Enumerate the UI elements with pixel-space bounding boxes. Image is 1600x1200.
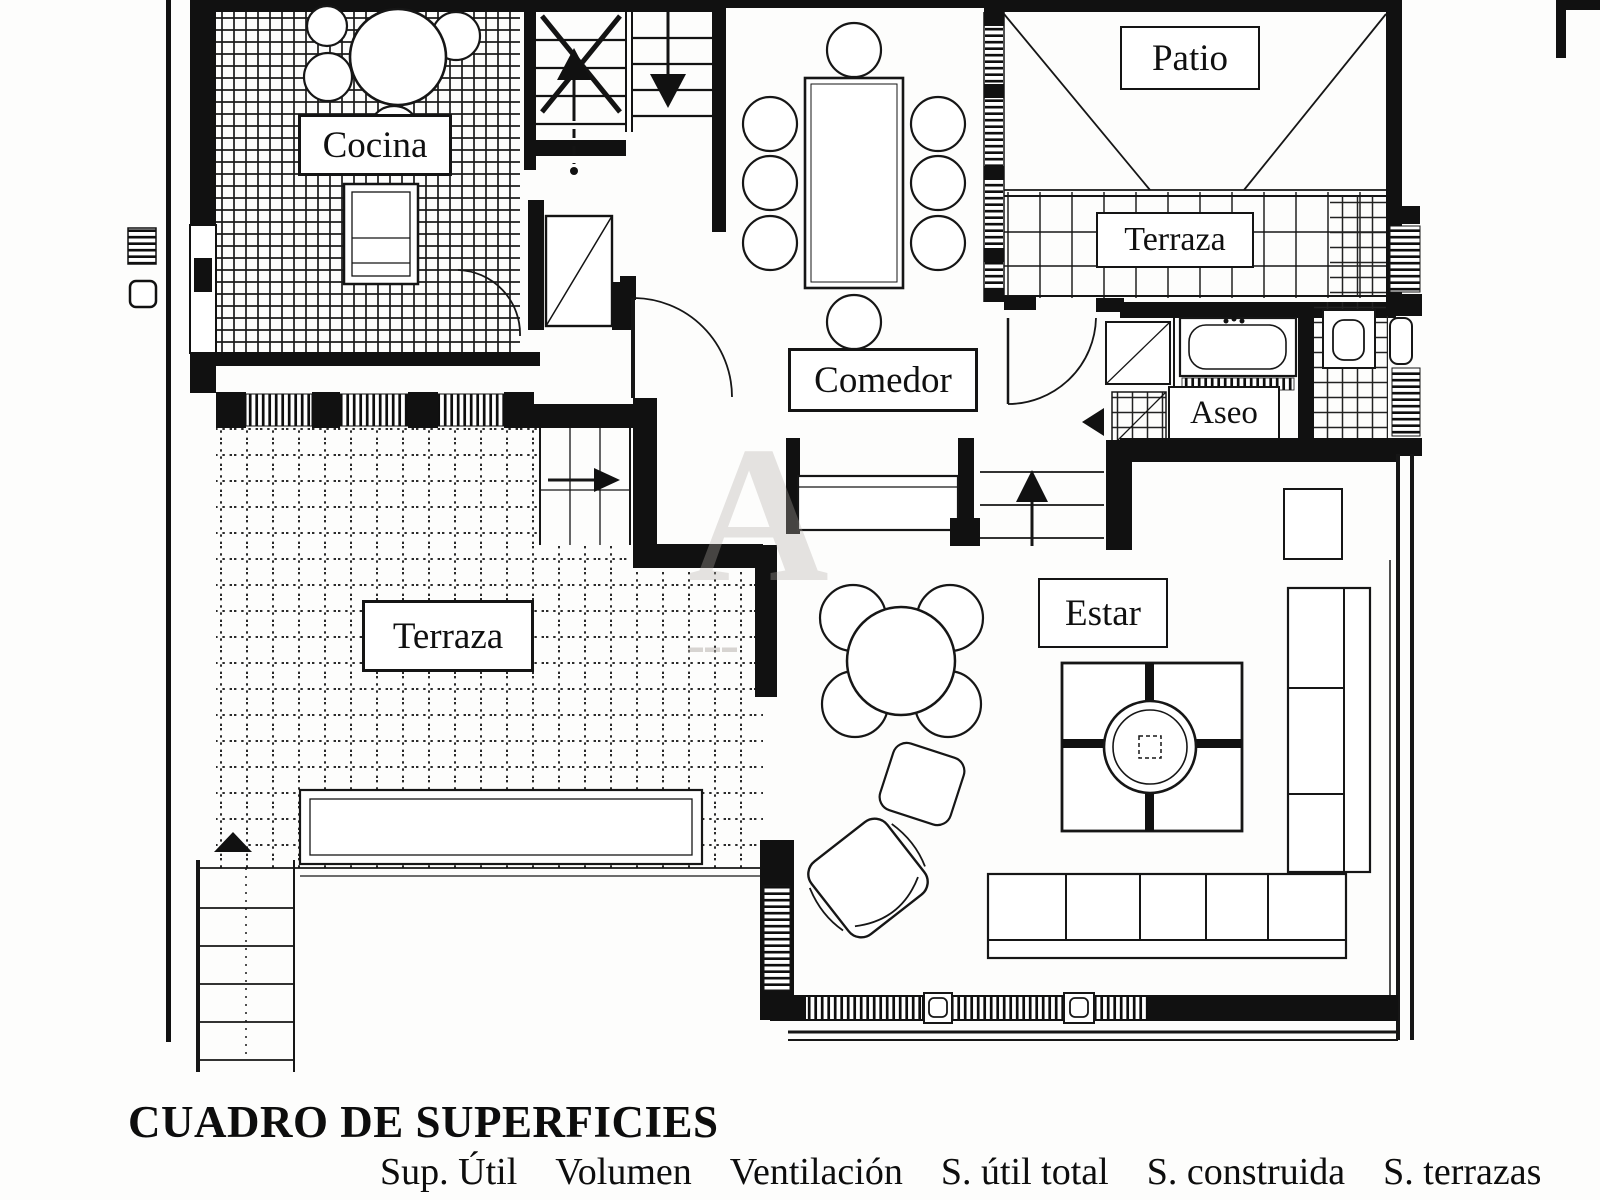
- sofa-sectional: [986, 488, 1372, 960]
- sideboard: [786, 438, 974, 534]
- rug-coffee-table: [1060, 661, 1244, 833]
- estar-entry-steps: [980, 470, 1104, 546]
- kitchen-island: [342, 182, 420, 286]
- stair-down-arrow: [650, 12, 686, 108]
- kitchen-block: [127, 4, 640, 428]
- lower-terrace: [196, 428, 763, 1072]
- room-label-aseo: Aseo: [1168, 386, 1280, 440]
- garden-stair-strip: [196, 860, 295, 1072]
- armchair-large: [807, 817, 929, 939]
- surface-table-title: CUADRO DE SUPERFICIES: [128, 1097, 719, 1147]
- kitchen-door-swing: [457, 269, 521, 337]
- dining-chairs: [741, 21, 967, 351]
- armchair-small: [878, 741, 966, 827]
- terrace-marker-arrow: [214, 832, 252, 852]
- patio-roof-lines: [1003, 13, 1387, 191]
- col-sup-util: Sup. Útil: [380, 1151, 518, 1193]
- north-walls: [190, 0, 1402, 12]
- room-label-comedor: Comedor: [788, 348, 978, 412]
- col-s-construida: S. construida: [1146, 1151, 1346, 1193]
- stair-up-arrow: [557, 48, 591, 175]
- bathroom-block: [1006, 294, 1422, 456]
- dining-room: [741, 21, 974, 534]
- room-label-terraza-upper: Terraza: [1096, 212, 1254, 268]
- room-label-terraza-lower: Terraza: [362, 600, 534, 672]
- col-s-util-total: S. útil total: [940, 1151, 1109, 1193]
- dining-table: [803, 76, 905, 290]
- surface-table-headers: Sup. Útil Volumen Ventilación S. útil to…: [380, 1150, 1541, 1194]
- room-label-cocina: Cocina: [298, 114, 452, 176]
- estar-south-wall: [770, 992, 1398, 1041]
- room-label-patio: Patio: [1120, 26, 1260, 90]
- col-ventilacion: Ventilación: [729, 1151, 903, 1193]
- kitchen-south-windows: [216, 392, 640, 428]
- col-s-terrazas: S. terrazas: [1383, 1151, 1542, 1193]
- col-volumen: Volumen: [555, 1151, 692, 1193]
- planter: [298, 788, 704, 866]
- room-label-estar: Estar: [1038, 578, 1168, 648]
- toilet: [1322, 309, 1376, 369]
- bathtub: [1178, 316, 1298, 391]
- hall-door: [620, 276, 733, 398]
- patio-west-wall: [983, 12, 1005, 302]
- estar-game-table: [818, 583, 985, 739]
- terrace-landing-steps: [539, 428, 631, 545]
- bath-door-swing: [1006, 317, 1097, 405]
- bath-door-arrow: [1082, 408, 1104, 436]
- staircase: [524, 12, 726, 330]
- site-boundary: [166, 0, 1600, 1042]
- living-room: [633, 398, 1414, 1041]
- chimney-vent: [127, 227, 157, 265]
